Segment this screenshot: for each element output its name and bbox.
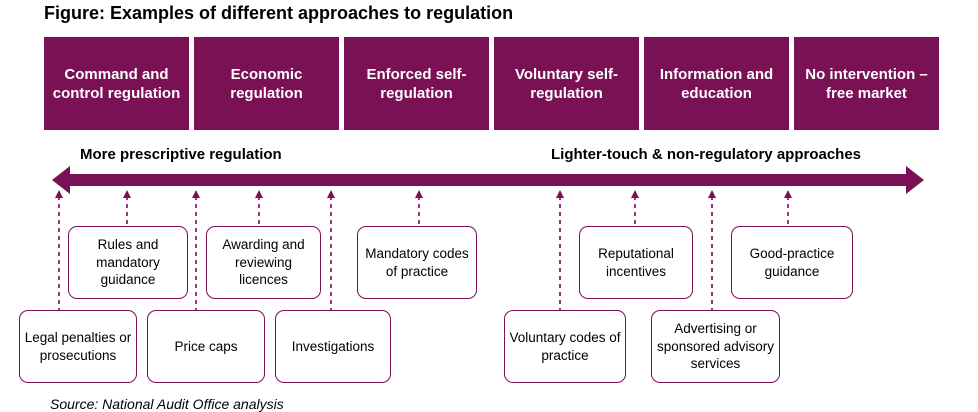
example-reputational: Reputational incentives	[579, 226, 693, 299]
axis-right-label: Lighter-touch & non-regulatory approache…	[551, 146, 862, 163]
example-price-caps: Price caps	[147, 310, 265, 383]
example-mandatory-codes: Mandatory codes of practice	[357, 226, 477, 299]
example-rules-guidance: Rules and mandatory guidance	[68, 226, 188, 299]
example-investigations: Investigations	[275, 310, 391, 383]
category-command-and-control: Command and control regulation	[44, 37, 189, 130]
example-licences: Awarding and reviewing licences	[206, 226, 321, 299]
source-note: Source: National Audit Office analysis	[50, 396, 284, 412]
category-economic: Economic regulation	[194, 37, 339, 130]
figure-title: Figure: Examples of different approaches…	[44, 3, 514, 23]
example-legal-penalties: Legal penalties or prosecutions	[19, 310, 137, 383]
category-information-education: Information and education	[644, 37, 789, 130]
example-voluntary-codes: Voluntary codes of practice	[504, 310, 626, 383]
category-voluntary-self: Voluntary self-regulation	[494, 37, 639, 130]
example-advertising: Advertising or sponsored advisory servic…	[651, 310, 780, 383]
axis-left-label: More prescriptive regulation	[80, 146, 282, 163]
category-enforced-self: Enforced self-regulation	[344, 37, 489, 130]
category-no-intervention: No intervention – free market	[794, 37, 939, 130]
example-good-practice: Good-practice guidance	[731, 226, 853, 299]
spectrum-arrow	[52, 166, 924, 194]
